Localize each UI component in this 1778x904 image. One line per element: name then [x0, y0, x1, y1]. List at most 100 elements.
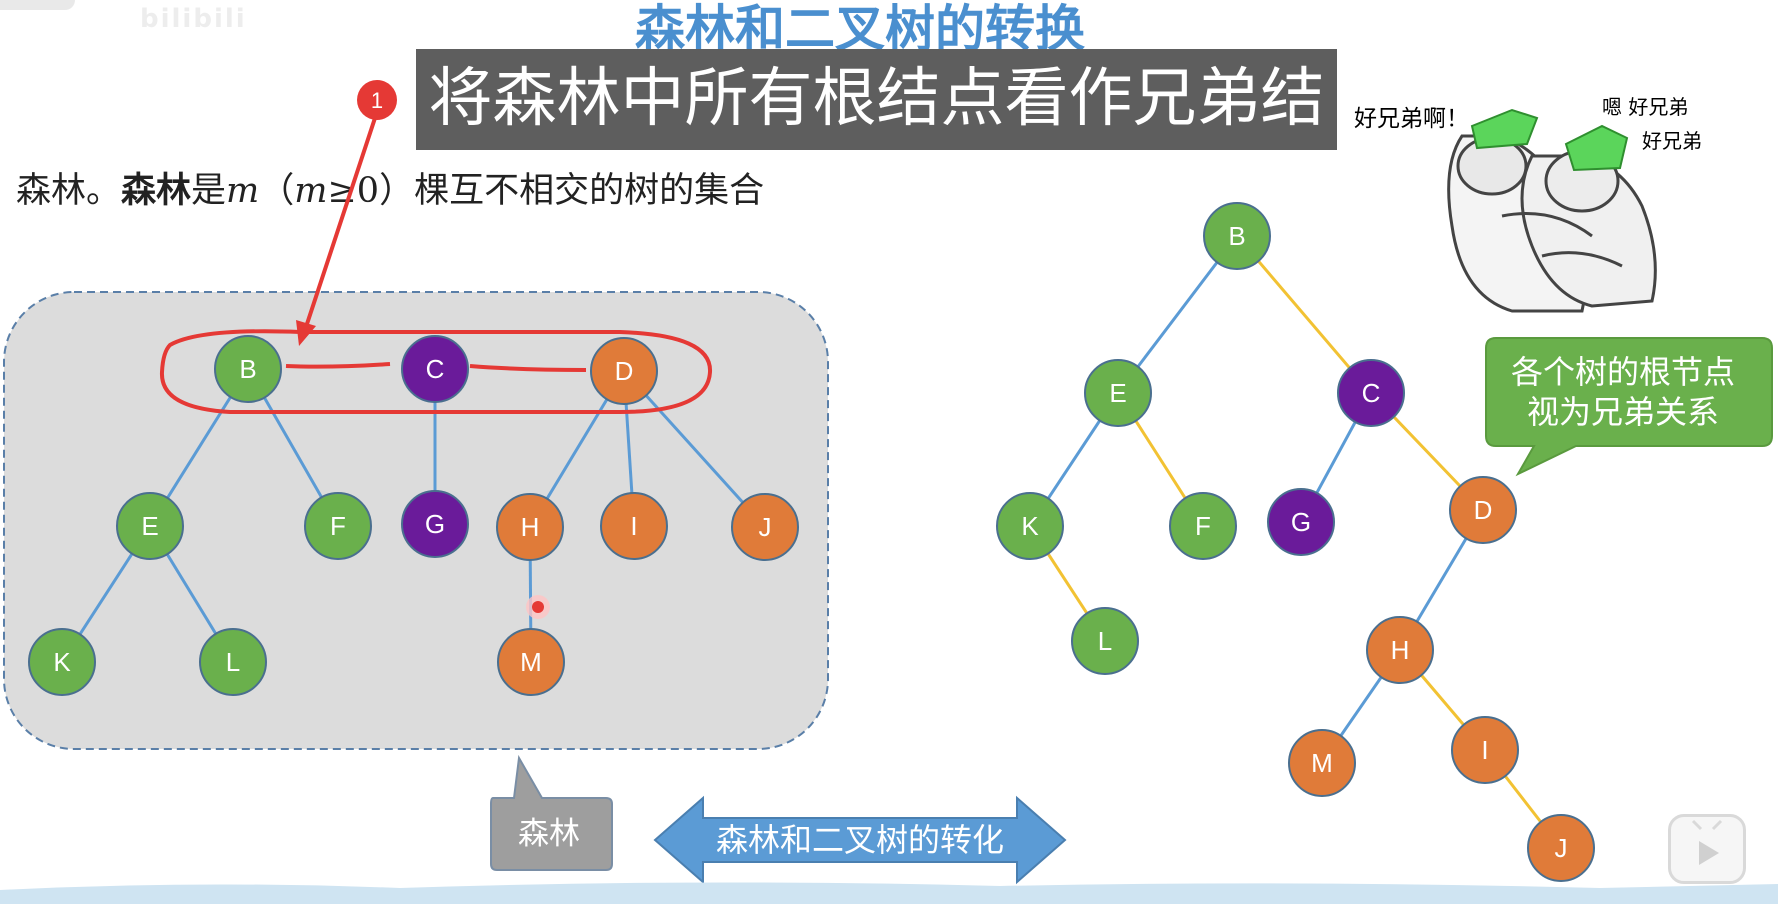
callout-bubble: [1485, 337, 1773, 477]
meme-illustration: 好兄弟啊！ 嗯 好兄弟 好兄弟: [1354, 95, 1702, 313]
forest-node-l: L: [199, 628, 267, 696]
forest-node-f: F: [304, 492, 372, 560]
bt-node-label: H: [1391, 635, 1410, 665]
forest-node-h: H: [496, 493, 564, 561]
bt-node-b: B: [1203, 202, 1271, 270]
annotation-arrowhead: [296, 320, 316, 346]
forest-node-label: G: [425, 509, 445, 539]
subtitle-caption: 将森林中所有根结点看作兄弟结点: [416, 49, 1337, 237]
forest-node-d: D: [590, 337, 658, 405]
forest-node-circle: [401, 490, 469, 558]
forest-tag-bubble: [490, 754, 613, 871]
callout-text: 各个树的根节点 视为兄弟关系: [1478, 352, 1768, 432]
bt-node-circle: [1169, 492, 1237, 560]
bt-node-circle: [1337, 359, 1405, 427]
forest-node-label: E: [141, 511, 158, 541]
definition-rest: 棵互不相交的树的集合: [414, 171, 765, 211]
bt-node-m: M: [1288, 729, 1356, 797]
bt-node-label: B: [1228, 221, 1245, 251]
forest-node-label: K: [53, 647, 71, 677]
forest-node-j: J: [731, 493, 799, 561]
bt-node-l: L: [1071, 607, 1139, 675]
bt-node-label: J: [1555, 833, 1568, 863]
bt-node-label: E: [1109, 378, 1126, 408]
bt-node-j: J: [1527, 814, 1595, 882]
forest-node-k: K: [28, 628, 96, 696]
forest-node-circle: [116, 492, 184, 560]
bt-node-i: I: [1451, 716, 1519, 784]
bt-node-label: D: [1474, 495, 1493, 525]
forest-node-circle: [214, 335, 282, 403]
forest-node-b: B: [214, 335, 282, 403]
forest-node-circle: [401, 335, 469, 403]
forest-node-m: M: [497, 628, 565, 696]
definition-term: 森林: [121, 170, 192, 211]
bt-node-d: D: [1449, 476, 1517, 544]
forest-node-label: M: [520, 647, 542, 677]
bt-node-circle: [1451, 716, 1519, 784]
definition-prefix: 森林。: [16, 171, 122, 211]
callout-line-1: 各个树的根节点: [1510, 353, 1735, 391]
forest-node-label: H: [521, 512, 540, 542]
bt-node-e: E: [1084, 359, 1152, 427]
bt-node-label: G: [1291, 507, 1311, 537]
forest-node-label: J: [759, 512, 772, 542]
transform-arrow-label: 森林和二叉树的转化: [715, 821, 1004, 859]
forest-node-label: D: [615, 356, 634, 386]
bt-node-label: M: [1311, 748, 1333, 778]
logo-mark: [0, 0, 75, 10]
bt-node-circle: [1267, 488, 1335, 556]
bt-node-label: I: [1481, 735, 1488, 765]
bt-right-edge-b-c: [1235, 235, 1373, 394]
bt-node-circle: [1084, 359, 1152, 427]
forest-node-label: B: [239, 354, 256, 384]
bt-node-circle: [1449, 476, 1517, 544]
forest-node-label: F: [330, 511, 346, 541]
step-number-badge: [357, 80, 397, 120]
callout-line-2: 视为兄弟关系: [1526, 393, 1719, 431]
meme-image: 好兄弟啊！ 嗯 好兄弟 好兄弟: [1352, 95, 1772, 318]
annotation-arrow: [303, 114, 378, 331]
bottom-wave: [0, 882, 1778, 904]
forest-node-circle: [496, 493, 564, 561]
meme-text-right-1: 嗯 好兄弟: [1602, 96, 1688, 119]
bt-node-label: F: [1195, 511, 1211, 541]
slide-title: 森林和二叉树的转换: [635, 0, 1085, 58]
bt-node-circle: [1203, 202, 1271, 270]
definition-cond-rest: ≥0）: [327, 171, 415, 211]
bt-node-circle: [1288, 729, 1356, 797]
definition-var: m: [226, 171, 260, 211]
transform-double-arrow: [653, 795, 1067, 885]
bt-node-c: C: [1337, 359, 1405, 427]
definition-verb: 是: [191, 171, 227, 211]
forest-node-circle: [304, 492, 372, 560]
forest-edge-d-j: [622, 369, 767, 529]
definition-paren-open: （: [259, 171, 295, 211]
play-icon: [1691, 819, 1723, 865]
bt-node-h: H: [1366, 616, 1434, 684]
sibling-stroke-bc: [285, 362, 391, 369]
forest-node-circle: [590, 337, 658, 405]
bt-node-circle: [996, 492, 1064, 560]
forest-node-circle: [731, 493, 799, 561]
bt-node-label: C: [1362, 378, 1381, 408]
watermark-logo: bilibili: [140, 4, 247, 34]
forest-definition: 森林。森林是m（m≥0）棵互不相交的树的集合: [16, 162, 764, 213]
forest-node-circle: [28, 628, 96, 696]
bt-node-g: G: [1267, 488, 1335, 556]
sibling-stroke-cd: [469, 364, 587, 372]
bt-node-circle: [1071, 607, 1139, 675]
meme-text-left: 好兄弟啊！: [1354, 106, 1469, 132]
bt-node-circle: [1366, 616, 1434, 684]
bt-node-k: K: [996, 492, 1064, 560]
forest-node-e: E: [116, 492, 184, 560]
bt-node-label: K: [1021, 511, 1039, 541]
root-highlight-ellipse: [159, 329, 713, 414]
forest-node-circle: [600, 492, 668, 560]
forest-node-label: L: [226, 647, 240, 677]
bt-node-label: L: [1098, 626, 1112, 656]
forest-node-label: C: [426, 354, 445, 384]
play-button[interactable]: [1668, 814, 1746, 884]
forest-node-g: G: [401, 490, 469, 558]
